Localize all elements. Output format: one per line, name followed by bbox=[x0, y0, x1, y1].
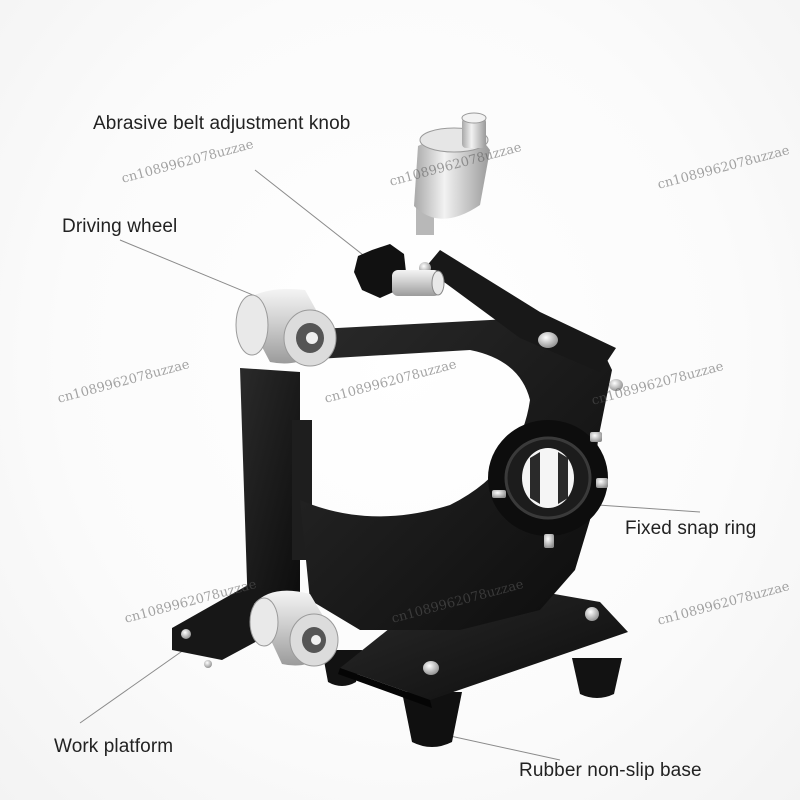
c-frame-plate bbox=[300, 318, 612, 630]
lower-wheel bbox=[249, 590, 339, 667]
label-rubber-base: Rubber non-slip base bbox=[519, 760, 702, 781]
label-driving-wheel: Driving wheel bbox=[62, 216, 178, 237]
label-snap-ring: Fixed snap ring bbox=[625, 518, 757, 539]
base-plate bbox=[340, 588, 628, 700]
adjustment-arm bbox=[425, 250, 616, 372]
rubber-feet bbox=[322, 650, 622, 747]
tension-cylinder bbox=[414, 112, 490, 235]
driving-wheel bbox=[235, 289, 337, 367]
label-adjustment-knob: Abrasive belt adjustment knob bbox=[93, 113, 351, 134]
upright-arm bbox=[240, 368, 300, 612]
adjustment-knob bbox=[354, 244, 445, 298]
label-work-platform: Work platform bbox=[54, 736, 174, 757]
snap-ring-assembly bbox=[488, 420, 608, 548]
